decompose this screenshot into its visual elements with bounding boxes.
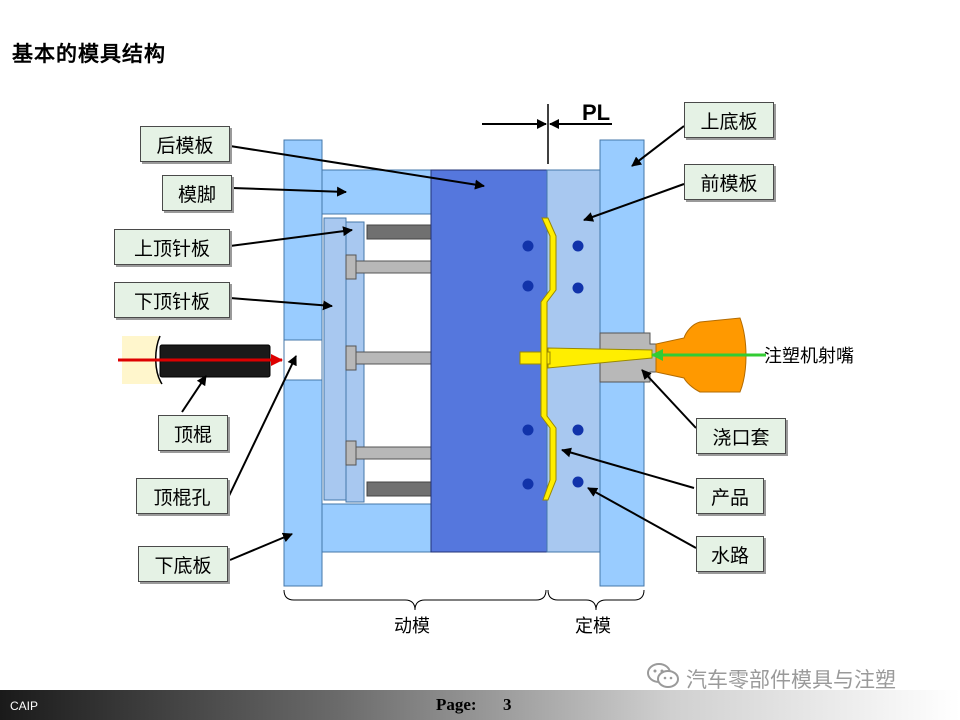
ejector-rod-hole	[283, 339, 323, 381]
label-lower-ejector-plate: 下顶针板	[114, 282, 230, 318]
label-bottom-clamp-plate: 下底板	[138, 546, 228, 582]
label-top-clamp-plate: 上底板	[684, 102, 774, 138]
label-ejector-rod-hole: 顶棍孔	[136, 478, 228, 514]
label-sprue-bushing: 浇口套	[696, 418, 786, 454]
wechat-icon	[646, 662, 680, 695]
footer-page-number: 3	[503, 695, 512, 714]
return-pin-top	[366, 224, 432, 240]
label-ejector-rod: 顶棍	[158, 415, 228, 451]
footer-bar	[0, 690, 960, 720]
label-fixed-half: 定模	[575, 616, 611, 637]
label-product: 产品	[696, 478, 764, 514]
label-rear-mold-plate: 后模板	[140, 126, 230, 162]
parting-line-label: PL	[582, 100, 611, 125]
watermark-text: 汽车零部件模具与注塑	[686, 667, 896, 692]
leader-lines	[181, 125, 697, 561]
label-front-mold-plate: 前模板	[684, 164, 774, 200]
fixed-half-bracket	[547, 589, 645, 611]
mold-leg-bottom	[321, 503, 433, 553]
return-pin-bottom	[366, 481, 432, 497]
label-moving-half: 动模	[394, 616, 430, 637]
moving-half-bracket	[283, 589, 547, 611]
water-channel-dots	[522, 240, 584, 490]
product-part	[540, 217, 557, 501]
label-mold-leg: 模脚	[162, 175, 232, 211]
label-nozzle: 注塑机射嘴	[764, 346, 854, 367]
watermark: 汽车零部件模具与注塑	[646, 662, 896, 695]
label-water-channel: 水路	[696, 536, 764, 572]
footer-brand: CAIP	[10, 699, 39, 713]
lower-ejector-plate	[323, 217, 347, 501]
label-upper-ejector-plate: 上顶针板	[114, 229, 230, 265]
footer-page-label: Page:	[436, 695, 477, 714]
slide-title: 基本的模具结构	[12, 41, 166, 66]
